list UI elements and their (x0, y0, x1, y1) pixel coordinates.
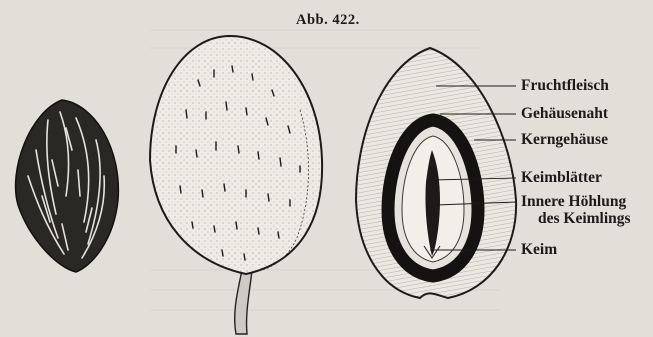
figure-title: Abb. 422. (296, 12, 360, 29)
label-innere-hoehlung: Innere Höhlung (521, 193, 626, 210)
seed-drawing (16, 100, 119, 272)
label-keimblaetter: Keimblätter (521, 169, 602, 186)
label-gehaeusenaht: Gehäusenaht (521, 105, 608, 122)
label-des-keimlings: des Keimlings (538, 210, 631, 227)
fruit-section-drawing (356, 48, 516, 298)
label-fruchtfleisch: Fruchtfleisch (521, 77, 609, 94)
whole-fruit-drawing (150, 36, 322, 334)
label-kerngehaeuse: Kerngehäuse (521, 131, 608, 148)
label-keim: Keim (521, 241, 557, 258)
